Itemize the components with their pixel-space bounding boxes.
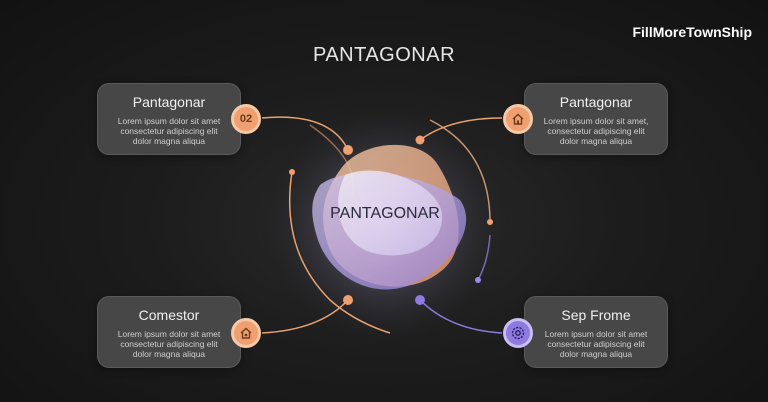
center-label: PANTAGONAR [330,205,440,222]
card-top-left: Pantagonar Lorem ipsum dolor sit amet co… [97,83,241,155]
card-title: Comestor [138,307,200,323]
connector-lines [261,116,503,334]
card-title: Pantagonar [559,94,633,110]
card-title: Sep Frome [561,307,631,323]
diagram-title: PANTAGONAR [312,44,456,66]
brand-name: FillMoreTownShip [632,24,752,40]
badge-number: 02 [239,113,253,125]
home-icon [231,318,261,348]
card-title: Pantagonar [132,94,206,110]
gear-icon [503,318,533,348]
card-top-right: Pantagonar Lorem ipsum dolor sit amet, c… [524,83,668,155]
home-icon [503,104,533,134]
card-body: Lorem ipsum dolor sit amet consectetur a… [117,116,221,146]
connector-dots [289,135,493,305]
card-bottom-left: Comestor Lorem ipsum dolor sit amet cons… [97,296,241,368]
center-blob [312,144,467,290]
card-body: Lorem ipsum dolor sit amet consectetur a… [544,329,648,359]
step-badge: 02 [231,104,261,134]
card-bottom-right: Sep Frome Lorem ipsum dolor sit amet con… [524,296,668,368]
card-body: Lorem ipsum dolor sit amet, consectetur … [543,116,649,146]
card-body: Lorem ipsum dolor sit amet consectetur a… [117,329,221,359]
